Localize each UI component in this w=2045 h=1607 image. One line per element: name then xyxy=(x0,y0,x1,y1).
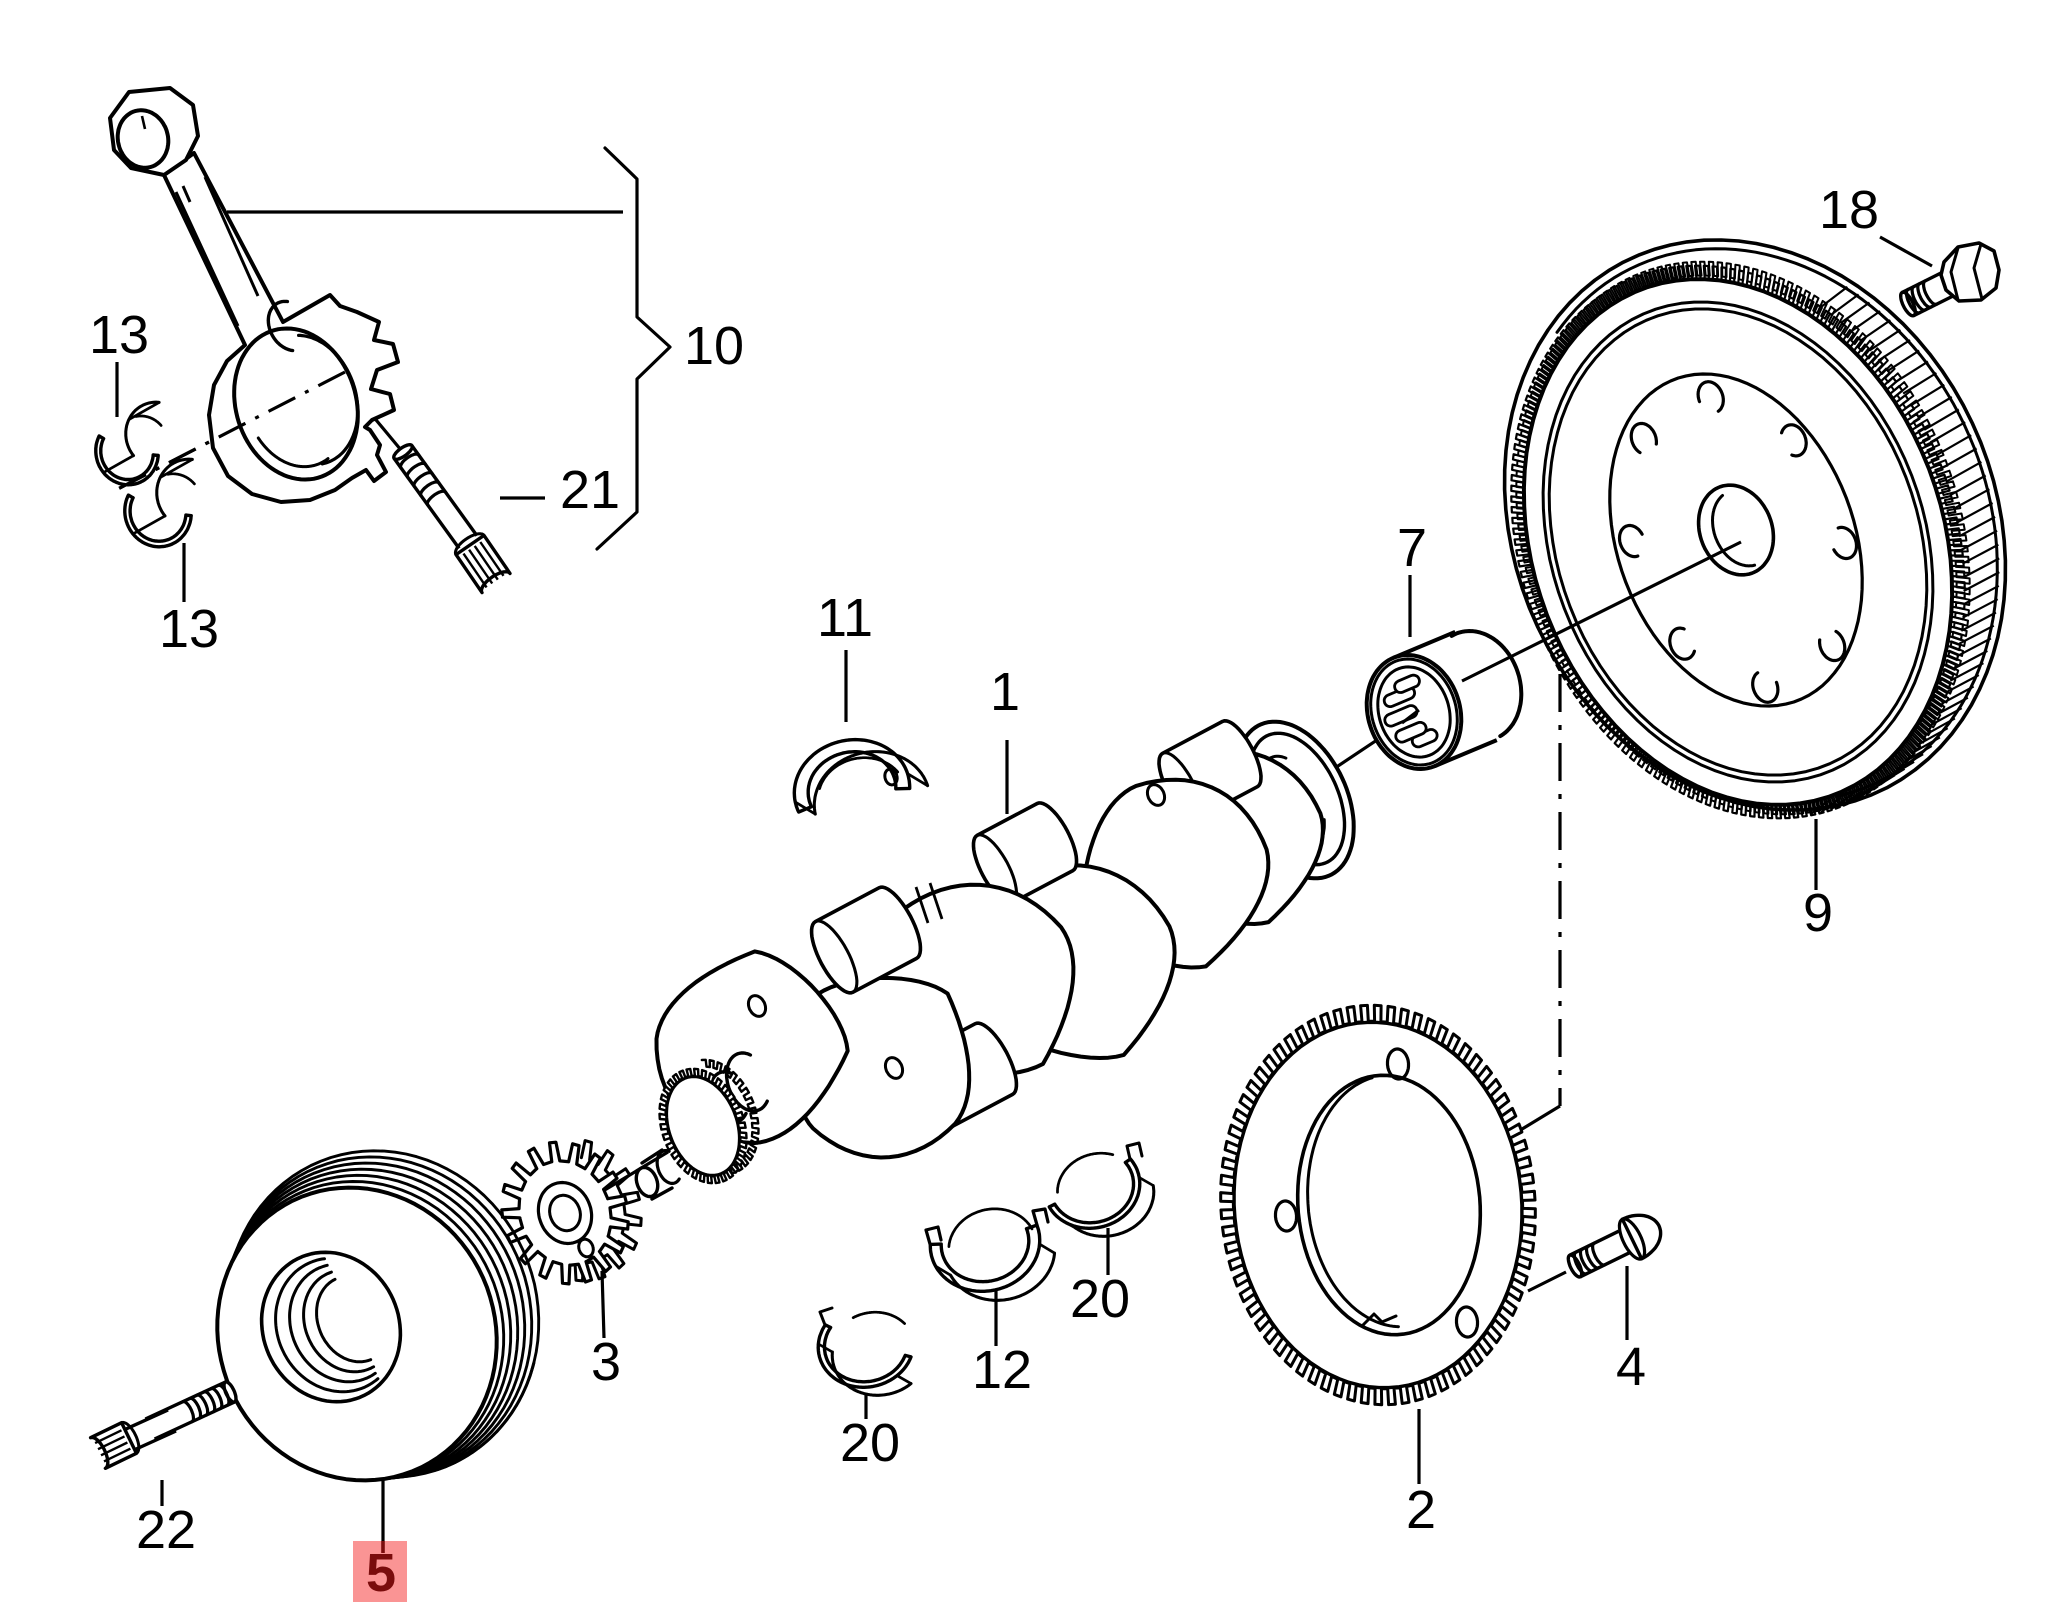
svg-text:9: 9 xyxy=(1803,883,1833,943)
svg-text:21: 21 xyxy=(560,460,620,520)
svg-text:3: 3 xyxy=(591,1332,621,1392)
svg-text:1: 1 xyxy=(990,662,1020,722)
svg-text:20: 20 xyxy=(1070,1269,1130,1329)
svg-text:11: 11 xyxy=(817,588,873,648)
svg-text:13: 13 xyxy=(159,599,219,659)
svg-text:13: 13 xyxy=(89,305,149,365)
svg-text:4: 4 xyxy=(1616,1337,1646,1397)
svg-text:12: 12 xyxy=(972,1340,1032,1400)
svg-text:10: 10 xyxy=(684,316,744,376)
svg-text:18: 18 xyxy=(1819,180,1879,240)
svg-text:2: 2 xyxy=(1406,1480,1436,1540)
svg-text:7: 7 xyxy=(1397,518,1427,578)
svg-text:22: 22 xyxy=(136,1500,196,1560)
svg-text:5: 5 xyxy=(366,1543,396,1602)
svg-text:20: 20 xyxy=(840,1413,900,1473)
